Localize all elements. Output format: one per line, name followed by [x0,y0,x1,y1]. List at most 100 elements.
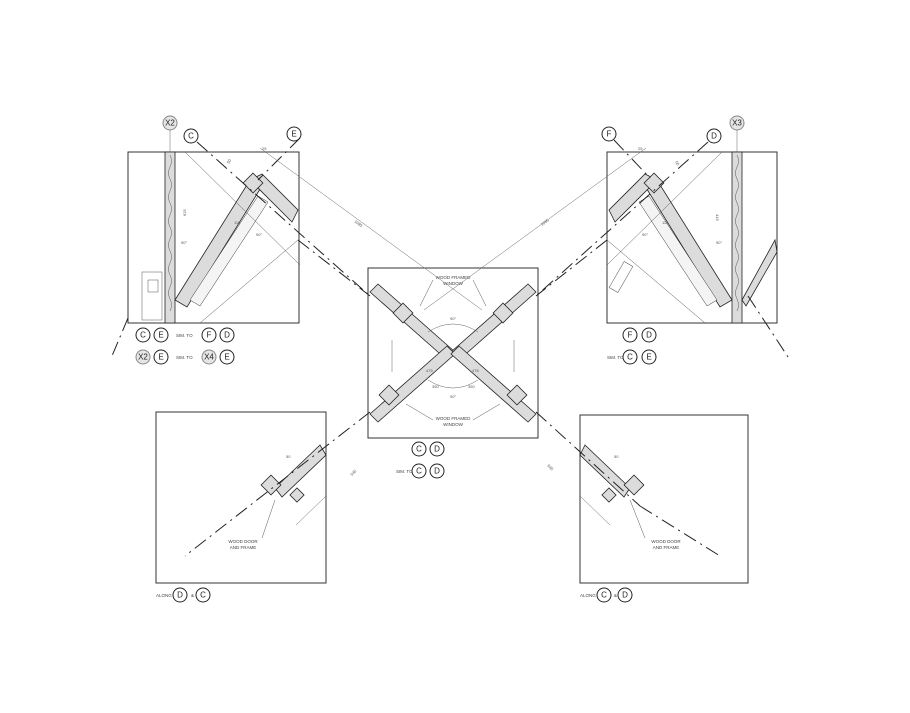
angle-label: 90° [181,240,187,245]
svg-text:D: D [622,591,628,600]
detail-frame [606,151,778,324]
grid-centerline-f [613,139,651,179]
svg-text:C: C [601,591,607,600]
guide-line [199,239,299,324]
svg-text:D: D [177,591,183,600]
note-window-top: WINDOW [443,281,463,286]
along-label: ALONG [580,593,596,598]
guide-line [184,151,301,266]
grid-tag-x3: X3 [729,115,745,131]
tag-c: C [596,587,612,603]
angle-label: 90° [450,316,456,321]
detail-frame [367,267,539,439]
detail-top-right: 90° 90° 50 25 415 115 [606,146,778,324]
wall-bottom-left [369,345,456,423]
window-post [392,302,414,324]
sim-to-label: SIM. TO [607,355,624,360]
tag-f: F [201,327,217,343]
dim-label: 415 [715,214,720,221]
dim-label: 545 [546,463,555,472]
insulation-hatch [735,154,739,312]
door-post [601,487,617,503]
column-post [242,172,264,194]
tag-c: C [411,441,427,457]
grid-centerline-c [196,141,371,297]
tag-d: D [219,327,235,343]
cabinet-outline [141,271,163,321]
tag-d: D [429,463,445,479]
tag-d: D [641,327,657,343]
wall-section [579,444,631,498]
grid-centerline [111,317,129,357]
grid-tag-e: E [286,126,302,142]
diagonal-wall [174,179,263,308]
grid-centerline-c [535,411,641,507]
svg-text:E: E [646,353,651,362]
long-dim-line [423,147,647,311]
detail-center: 90° 90° 475 475 350 350 WOOD FRAMED WIND… [367,267,539,439]
ampersand: & [614,593,617,598]
long-dim-label: 1085 [353,219,364,229]
tag-c: C [135,327,151,343]
sim-to-label: SIM. TO [176,355,193,360]
dim-line [579,495,611,526]
detail-frame [127,151,300,324]
note-door: WOOD DOOR [228,539,258,544]
dim-label: 50 [674,160,681,167]
leader-line [261,499,276,539]
cabinet-detail [147,279,159,293]
leader-line [405,403,434,421]
window-post [506,384,528,406]
tag-e: E [153,327,169,343]
tag-e: E [153,349,169,365]
svg-text:F: F [607,130,612,139]
dim-label: 475 [426,368,433,373]
along-label: ALONG [156,593,172,598]
tag-c: C [411,463,427,479]
tag-x2: X2 [135,349,151,365]
tag-c: C [195,587,211,603]
svg-text:E: E [158,353,163,362]
long-dim-line [259,147,483,311]
note-window-bottom: WOOD FRAMED [436,416,471,421]
grid-tag-d: D [706,128,722,144]
door-post [260,474,282,496]
wall-return [608,173,658,223]
diagonal-wall-inner [189,195,269,307]
detail-bottom-right: WOOD DOOR AND FRAME 50 545 [546,414,749,584]
note-window-bottom: WINDOW [443,422,463,427]
dim-label: 545 [349,468,358,477]
leader-line [472,403,501,421]
detail-top-left: 90° 90° 50 25 625 115 [127,146,301,324]
leader-line [419,279,434,307]
insulation-hatch [168,154,172,312]
door-post [289,487,305,503]
wall-extension [741,238,778,307]
grid-tag-c: C [183,128,199,144]
wall-bottom-right [450,345,537,423]
detail-frame [579,414,749,584]
tag-f: F [622,327,638,343]
grid-centerline-e [257,137,301,181]
dim-label: 50 [226,157,233,164]
svg-text:D: D [224,331,230,340]
wall-top-left [369,283,456,361]
svg-text:E: E [224,353,229,362]
svg-text:F: F [628,331,633,340]
grid-centerline-c [639,505,721,557]
svg-text:D: D [646,331,652,340]
angle-arc [427,379,479,389]
tag-d: D [617,587,633,603]
note-door: WOOD DOOR [651,539,681,544]
wall-return [249,173,299,223]
svg-text:X3: X3 [732,119,742,128]
tag-d: D [429,441,445,457]
svg-text:X2: X2 [138,353,148,362]
angle-label: 90° [256,232,262,237]
dim-label: 50 [286,454,291,459]
wall-top-right [450,283,537,361]
svg-text:C: C [416,445,422,454]
dim-label: 25 [262,146,267,151]
guide-line [606,151,723,266]
svg-text:C: C [627,353,633,362]
